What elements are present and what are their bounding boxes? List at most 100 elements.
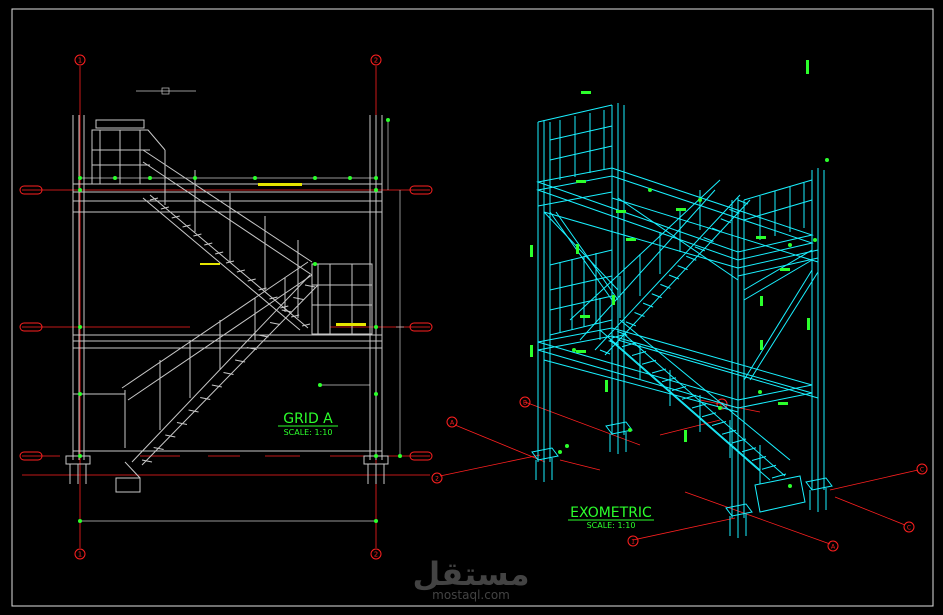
stair-tread xyxy=(258,334,269,338)
stair-tread xyxy=(761,464,777,470)
stair-tread xyxy=(281,309,292,313)
watermark-logo: مستقل xyxy=(412,555,529,593)
stair-tread xyxy=(171,215,180,219)
stair-tread xyxy=(246,347,257,350)
grid-bubble-label: A xyxy=(831,544,836,551)
upper-flight-iso xyxy=(569,179,751,356)
stair-tread xyxy=(651,368,667,374)
view-scale: SCALE: 1:10 xyxy=(284,428,333,437)
stair-tread xyxy=(691,403,707,409)
stair-tread xyxy=(258,287,267,291)
grid-bubble: 2 xyxy=(431,472,443,484)
stair-tread xyxy=(223,372,234,375)
view-title: EXOMETRIC xyxy=(570,505,652,521)
level-tags xyxy=(19,185,433,461)
stair-tread xyxy=(236,269,245,273)
stair-tread xyxy=(741,447,757,453)
stair-tread xyxy=(193,233,202,237)
stair-tread xyxy=(182,224,191,228)
base-plates-left xyxy=(65,455,389,484)
stair-tread xyxy=(225,260,235,264)
stair-tread xyxy=(215,251,224,255)
grid-bubble: A xyxy=(827,540,839,552)
stair-tread xyxy=(625,321,637,327)
stair-tread xyxy=(634,312,645,317)
grid-bubble-label: C xyxy=(907,525,911,532)
dimension-ticks-left xyxy=(78,118,402,523)
stair-tread xyxy=(247,278,256,282)
grid-bubble: 1 xyxy=(74,54,86,66)
mid-beams-iso xyxy=(537,327,819,413)
exometric-view: A B 2 1 A B C C xyxy=(431,60,928,552)
top-guardrails-iso xyxy=(537,104,813,240)
grid-bubble: C xyxy=(903,521,915,533)
lower-flight-iso xyxy=(599,319,806,513)
grid-bubble-label: 2 xyxy=(374,551,378,559)
stair-tread xyxy=(642,302,654,308)
stair-tread xyxy=(153,447,164,450)
member-marks-iso xyxy=(530,60,829,488)
lower-flight xyxy=(115,261,319,493)
stair-tread xyxy=(751,456,767,461)
grid-bubble-label: 2 xyxy=(435,476,439,483)
stair-tread xyxy=(599,349,611,355)
grid-bubble: B xyxy=(519,396,531,408)
stair-tread xyxy=(694,246,706,252)
sheet-border xyxy=(11,8,934,607)
stair-tread xyxy=(280,305,289,309)
stair-tread xyxy=(771,473,787,479)
stair-tread xyxy=(631,351,647,356)
stair-tread xyxy=(721,429,737,435)
lower-treads-iso xyxy=(611,333,787,479)
stair-tread xyxy=(621,342,637,348)
grid-bubble-label: 1 xyxy=(78,57,82,65)
stair-tread xyxy=(235,359,246,363)
stair-tread xyxy=(731,438,747,444)
grid-bubble-label: C xyxy=(920,467,924,474)
grid-bubble-label: B xyxy=(523,400,527,407)
stair-tread xyxy=(729,208,740,214)
stair-tread xyxy=(661,377,677,383)
bracing-iso xyxy=(549,211,819,381)
dimension-lines-left xyxy=(80,87,404,522)
mid-landing-guard xyxy=(311,263,373,335)
grid-bubble: A xyxy=(446,416,458,428)
grid-bubble: 2 xyxy=(370,54,382,66)
stair-tread xyxy=(149,197,159,201)
base-plates-iso xyxy=(531,421,833,538)
stair-tread xyxy=(141,459,153,463)
grid-lines-left xyxy=(22,66,430,548)
stair-tread xyxy=(641,359,657,365)
stair-tread xyxy=(165,434,176,438)
stair-tread xyxy=(304,284,316,288)
stair-tread xyxy=(686,255,697,261)
lower-treads xyxy=(141,284,316,463)
upper-beams-iso xyxy=(536,167,819,291)
beams-left xyxy=(73,183,382,452)
grid-bubble-label: 1 xyxy=(631,539,635,546)
stair-tread xyxy=(176,422,188,425)
stair-tread xyxy=(200,397,211,400)
mid-landing-iso xyxy=(549,249,613,336)
stair-tread xyxy=(668,274,680,280)
stair-tread xyxy=(204,242,213,246)
grid-bubble: C xyxy=(916,463,928,475)
highlight-mark xyxy=(336,323,366,326)
grid-a-elevation: 1 2 1 2 GRID A SCALE: 1:10 xyxy=(19,54,433,560)
watermark-url: mostaql.com xyxy=(432,588,510,602)
stair-tread xyxy=(293,297,304,300)
columns-iso xyxy=(537,103,825,522)
top-guardrail xyxy=(91,119,166,184)
upper-flight xyxy=(142,149,313,331)
stair-tread xyxy=(677,265,688,271)
grid-bubble: 2 xyxy=(370,548,382,560)
grid-bubble-label: B xyxy=(720,402,724,409)
stair-tread xyxy=(660,283,671,289)
upper-treads xyxy=(149,197,311,327)
stair-tread xyxy=(701,412,717,418)
stair-tread xyxy=(711,227,723,233)
grid-bubble-label: 1 xyxy=(78,551,82,559)
stair-tread xyxy=(269,322,281,325)
grid-bubble: B xyxy=(716,398,728,410)
